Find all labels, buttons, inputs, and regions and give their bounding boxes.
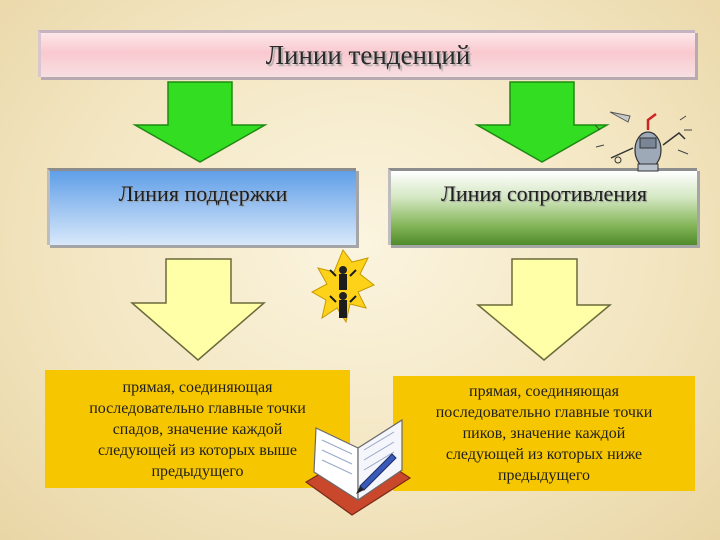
resistance-description: прямая, соединяющая последовательно глав…: [435, 383, 653, 484]
celebration-icon: [310, 248, 375, 324]
support-description-box: прямая, соединяющая последовательно глав…: [45, 370, 350, 488]
title-banner: Линии тенденций: [38, 30, 695, 77]
resistance-line-label: Линия сопротивления: [440, 181, 647, 206]
resistance-description-box: прямая, соединяющая последовательно глав…: [393, 376, 695, 491]
green-arrow-right: [474, 81, 610, 163]
support-line-box: Линия поддержки: [47, 168, 356, 245]
open-book-icon: [304, 418, 412, 516]
yellow-arrow-left: [129, 258, 267, 361]
knight-icon: [594, 111, 692, 172]
support-line-label: Линия поддержки: [118, 181, 288, 206]
diagram-title: Линии тенденций: [265, 39, 471, 70]
support-description: прямая, соединяющая последовательно глав…: [89, 378, 306, 480]
yellow-arrow-right: [475, 258, 613, 361]
resistance-line-box: Линия сопротивления: [388, 168, 697, 245]
green-arrow-left: [132, 81, 268, 163]
